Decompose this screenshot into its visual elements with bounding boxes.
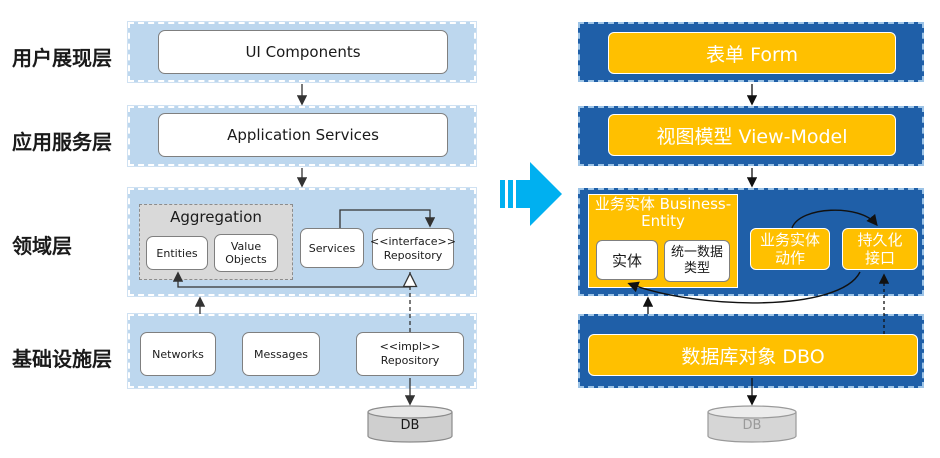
aggregation-title: Aggregation [170,208,262,226]
networks-box: Networks [140,332,216,376]
right-db-label: DB [742,418,762,433]
form-box: 表单 Form [608,32,896,74]
entities-box: Entities [146,236,208,270]
left-db-label: DB [400,418,420,433]
view-model-box: 视图模型 View-Model [608,114,896,156]
business-action-box: 业务实体动作 [750,228,830,270]
messages-box: Messages [242,332,320,376]
business-entity-title: 业务实体 Business-Entity [594,195,732,230]
persistence-interface-box: 持久化接口 [842,228,918,270]
unified-data-type-box: 统一数据类型 [664,240,730,282]
entity-box: 实体 [596,240,658,280]
ui-components-box: UI Components [158,30,448,74]
layer-label-domain: 领域层 [12,234,72,258]
value-objects-box: Value Objects [214,234,278,272]
impl-repository-box: <<impl>> Repository [356,332,464,376]
services-box: Services [300,228,364,268]
layer-label-app: 应用服务层 [12,130,112,154]
application-services-box: Application Services [158,113,448,157]
layer-label-ui: 用户展现层 [12,46,112,70]
interface-repository-box: <<interface>> Repository [370,228,456,270]
dbo-box: 数据库对象 DBO [588,334,918,376]
layer-label-infra: 基础设施层 [12,347,112,371]
